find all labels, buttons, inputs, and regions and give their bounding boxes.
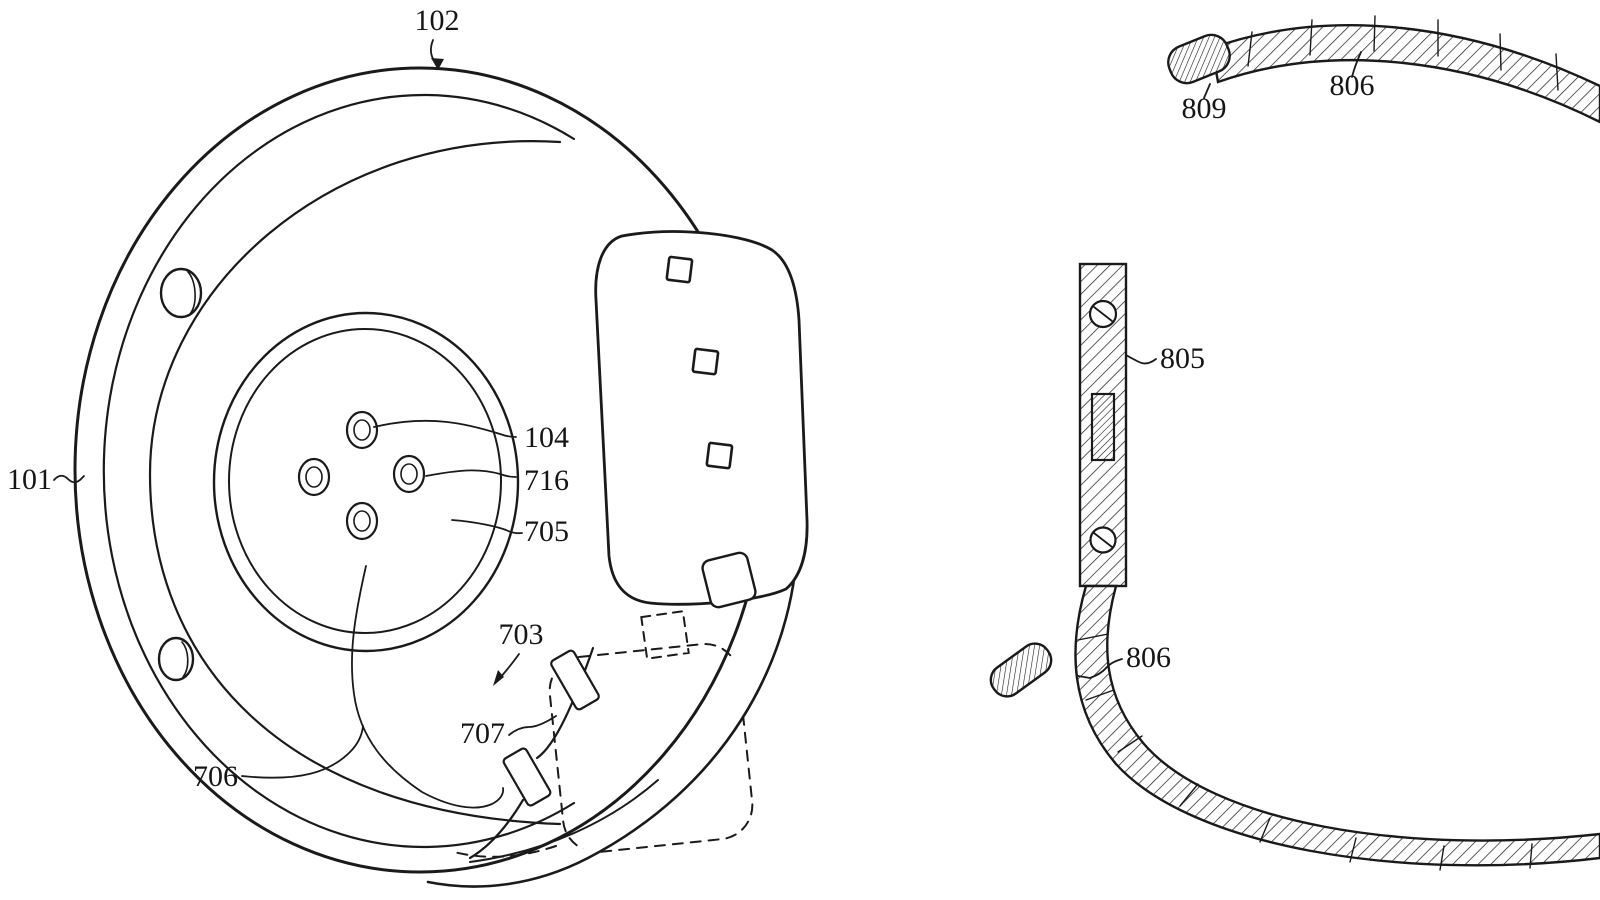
sensor-bump-bottom [345, 501, 379, 541]
band-section-bottom [1074, 584, 1600, 867]
charging-cable [351, 565, 505, 809]
band-upper [594, 230, 809, 606]
leader-703-arrowhead [493, 670, 504, 686]
side-button-lower [157, 636, 195, 682]
ref-label-707: 707 [460, 717, 505, 750]
band-fitting-lower [502, 747, 552, 807]
clasp-pin-bottom [1089, 526, 1117, 554]
leader-707 [508, 715, 557, 736]
ref-label-805: 805 [1160, 342, 1205, 375]
clasp-pin-top [1088, 299, 1118, 329]
band-edge-segment-lower [468, 798, 525, 860]
sensor-platform-inner [228, 328, 502, 634]
band-hole-1 [665, 255, 694, 284]
band-hole-3 [705, 441, 734, 470]
leader-805 [1125, 354, 1157, 365]
ref-label-101: 101 [7, 463, 52, 496]
ref-label-706: 706 [193, 760, 238, 793]
leader-705 [451, 519, 523, 535]
leader-101 [53, 474, 85, 484]
sensor-platform-outer [212, 311, 520, 653]
band-edge-segment-upper [535, 646, 595, 760]
clasp-magnet-slot [1090, 392, 1116, 462]
leader-104 [373, 419, 517, 438]
band-lower-outer-edge [426, 534, 800, 888]
buckle-loop-hidden [640, 610, 690, 660]
ref-label-809: 809 [1182, 92, 1227, 125]
band-lower-inner-edge [469, 779, 659, 863]
ref-label-104: 104 [524, 421, 569, 454]
ref-label-806-bottom: 806 [1126, 641, 1171, 674]
ref-label-703: 703 [499, 618, 544, 651]
watch-case-rim [102, 93, 576, 849]
band-section-top [1210, 24, 1600, 124]
leader-102-arrowhead [431, 58, 444, 70]
leader-809 [1203, 83, 1211, 99]
band-end-hidden-outline [548, 642, 754, 854]
leader-706 [241, 725, 364, 779]
leader-806-bottom [1077, 658, 1123, 679]
ref-label-705: 705 [524, 515, 569, 548]
figure-watch-back-view: 102 101 104 716 705 703 707 706 [7, 4, 809, 888]
ref-label-102: 102 [415, 4, 460, 37]
figure-band-cross-section: 809 806 805 806 [989, 15, 1600, 871]
sensor-bump-right [392, 454, 426, 494]
ref-label-806-top: 806 [1330, 69, 1375, 102]
ref-label-716: 716 [524, 464, 569, 497]
sensor-bump-left [297, 457, 331, 497]
band-bottom-segment-ticks [1077, 633, 1533, 871]
leader-806-top [1351, 51, 1362, 78]
band-fitting-upper [550, 649, 600, 711]
band-tab [701, 551, 757, 609]
band-top-segment-ticks [1247, 15, 1559, 91]
band-end-tip-top [1167, 33, 1231, 85]
sensor-bump-top [345, 410, 379, 450]
band-end-tip-bottom [989, 642, 1053, 698]
case-back-dome [148, 140, 562, 826]
leader-716 [425, 469, 517, 478]
side-button-upper [159, 267, 203, 319]
band-hole-2 [691, 347, 720, 376]
